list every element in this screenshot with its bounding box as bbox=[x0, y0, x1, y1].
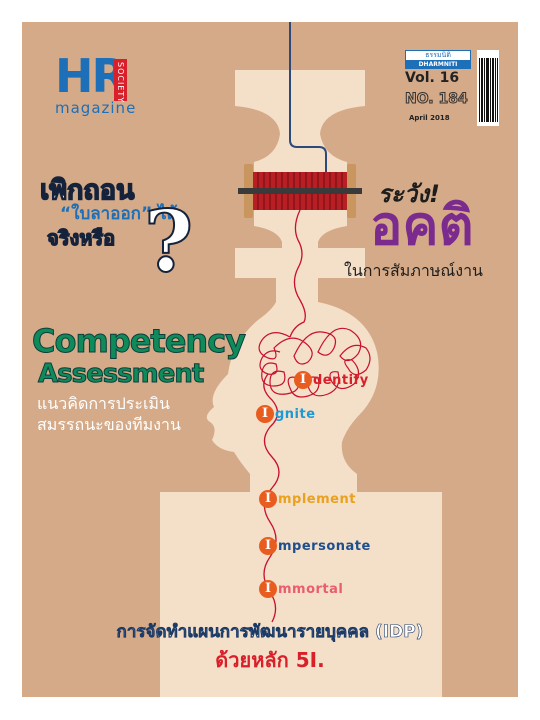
question-mark: ? bbox=[143, 192, 194, 291]
step-label: gnite bbox=[275, 406, 316, 422]
step-badge: I bbox=[259, 490, 277, 508]
step-badge: I bbox=[256, 405, 274, 423]
step-label: mmortal bbox=[278, 581, 344, 597]
step-ignite: I gnite bbox=[256, 405, 316, 423]
headline-resignation: “ใบลาออก” ได้ bbox=[60, 204, 178, 224]
competency-title: Competency bbox=[31, 322, 246, 361]
publisher-en: DHARMNITI bbox=[405, 61, 471, 69]
step-label: dentify bbox=[313, 372, 369, 388]
step-implement: I mplement bbox=[259, 490, 356, 508]
step-label: mplement bbox=[278, 491, 356, 507]
headline-bias: อคติ bbox=[370, 194, 474, 257]
competency-subtitle-line2: สมรรถนะของทีมงาน bbox=[37, 415, 181, 434]
headline-revoke: เพิกถอน bbox=[39, 174, 135, 207]
headline-really: จริงหรือ bbox=[46, 225, 116, 250]
hanging-wire bbox=[289, 22, 327, 172]
brain-scribble bbox=[258, 327, 371, 398]
volume-label: Vol. 16 bbox=[405, 70, 460, 86]
step-badge: I bbox=[259, 537, 277, 555]
barcode-icon bbox=[477, 50, 499, 126]
magazine-cover: HR SOCIETY magazine ธรรมนิติ DHARMNITI V… bbox=[22, 22, 518, 697]
thread-spool-icon bbox=[238, 164, 362, 218]
issue-date: April 2018 bbox=[409, 114, 450, 122]
step-badge: I bbox=[294, 371, 312, 389]
competency-subtitle-line1: แนวคิดการประเมิน bbox=[37, 394, 170, 413]
idp-subheadline: ด้วยหลัก 5I. bbox=[215, 648, 325, 672]
society-badge: SOCIETY bbox=[114, 59, 127, 103]
head-silhouette bbox=[160, 278, 442, 697]
headline-warning: ระวัง! bbox=[378, 180, 440, 208]
cover-illustration bbox=[160, 22, 442, 697]
step-impersonate: I mpersonate bbox=[259, 537, 371, 555]
competency-subtitle: แนวคิดการประเมิน สมรรถนะของทีมงาน bbox=[37, 393, 181, 435]
publisher-thai: ธรรมนิติ bbox=[405, 50, 471, 61]
red-thread bbox=[289, 209, 306, 338]
issue-number: NO. 184 bbox=[405, 91, 469, 108]
idp-headline: การจัดทำแผนการพัฒนารายบุคคล (IDP) bbox=[116, 622, 424, 643]
step-badge: I bbox=[259, 580, 277, 598]
issue-info: ธรรมนิติ DHARMNITI Vol. 16 NO. 184 April… bbox=[405, 50, 500, 146]
step-immortal: I mmortal bbox=[259, 580, 343, 598]
step-identify: I dentify bbox=[294, 371, 369, 389]
headline-interview: ในการสัมภาษณ์งาน bbox=[344, 261, 483, 280]
step-label: mpersonate bbox=[278, 538, 371, 554]
magazine-wordmark: magazine bbox=[55, 99, 137, 117]
assessment-title: Assessment bbox=[37, 359, 204, 390]
